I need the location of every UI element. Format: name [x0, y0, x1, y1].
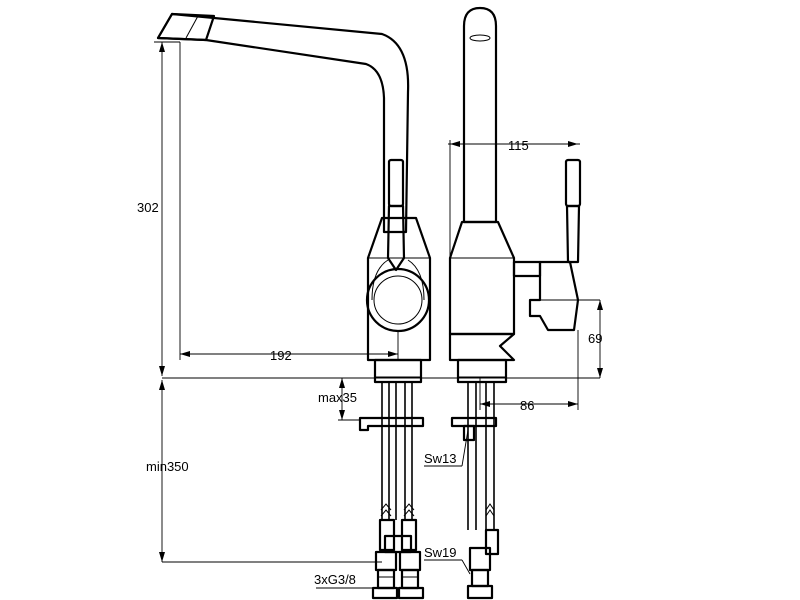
hose-length-label: min350 [146, 459, 189, 474]
lever-height-label: 69 [588, 331, 602, 346]
counter-thickness-label: max35 [318, 390, 357, 405]
height-label: 302 [137, 200, 159, 215]
front-base-and-hoses [358, 358, 425, 600]
front-lever [365, 158, 431, 333]
reach-label: 192 [270, 348, 292, 363]
dimension-lines [154, 41, 603, 589]
side-view [448, 6, 582, 600]
side-lever [512, 158, 582, 332]
side-body [448, 220, 516, 362]
side-spout [462, 6, 498, 224]
front-body [366, 216, 432, 362]
dimension-labels: 302 192 115 69 86 max35 min350 Sw13 Sw19… [137, 138, 602, 587]
nut-wrench-label: Sw13 [424, 451, 457, 466]
connections-label: 3xG3/8 [314, 572, 356, 587]
front-spout [156, 12, 410, 234]
side-base-and-hoses [450, 358, 508, 600]
front-view [156, 12, 432, 600]
lever-reach-label: 86 [520, 398, 534, 413]
depth-label: 115 [508, 138, 529, 153]
hose-wrench-label: Sw19 [424, 545, 457, 560]
